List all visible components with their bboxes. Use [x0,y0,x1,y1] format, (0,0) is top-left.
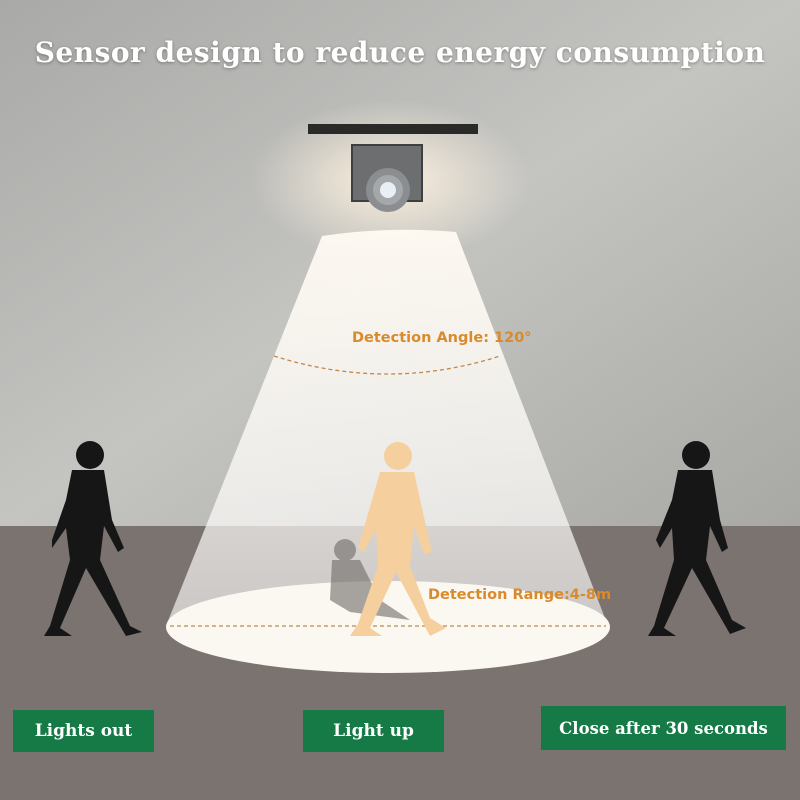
lamp-bar [308,124,478,134]
light-cone [166,229,608,626]
person-right-silhouette [648,441,746,636]
person-left-silhouette [44,441,142,636]
state-badge-lights-out: Lights out [13,710,154,752]
angle-dashed-arc [273,355,501,375]
detection-range-label: Detection Range:4-8m [428,587,612,603]
detection-angle-label: Detection Angle: 120° [352,330,532,346]
headline: Sensor design to reduce energy consumpti… [34,36,766,69]
state-badge-close-after: Close after 30 seconds [541,706,786,750]
motion-sensor-icon [366,168,410,212]
light-pool [166,581,610,673]
person-center-lit [350,442,446,636]
state-badge-light-up: Light up [303,710,444,752]
